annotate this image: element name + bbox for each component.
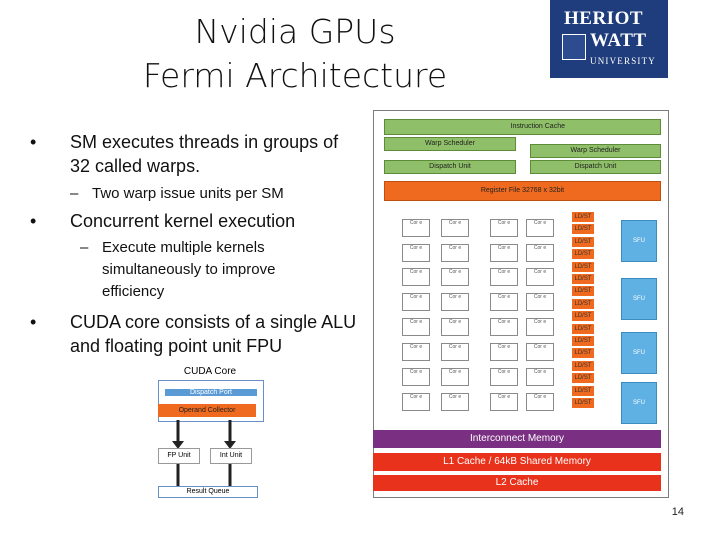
bullet-2: • Concurrent kernel execution: [30, 209, 370, 233]
title-line-1: Nvidia GPUs: [194, 12, 396, 51]
interconnect-memory: Interconnect Memory: [373, 430, 661, 448]
page-number: 14: [671, 506, 684, 518]
register-file: Register File 32768 x 32bit: [384, 181, 661, 201]
cuda-core-title: CUDA Core: [183, 366, 237, 377]
subbullet-marker: –: [70, 185, 79, 202]
result-queue: Result Queue: [158, 486, 258, 498]
subbullet-text: Execute multiple kernels simultaneously …: [102, 239, 276, 300]
bullet-marker: •: [30, 132, 37, 152]
bullet-marker: •: [30, 211, 37, 231]
operand-collector: Operand Collector: [158, 404, 256, 417]
subbullet-1: – Two warp issue units per SM: [70, 183, 350, 205]
slide-title: Nvidia GPUs Fermi Architecture: [110, 10, 480, 98]
dispatch-unit-2: Dispatch Unit: [530, 160, 661, 174]
bullet-3: • CUDA core consists of a single ALU and…: [30, 310, 370, 360]
logo-line-2: WATT: [590, 30, 647, 51]
instruction-cache: Instruction Cache: [384, 119, 661, 135]
cuda-core-arrows: [172, 420, 236, 487]
bullet-1: • SM executes threads in groups of 32 ca…: [30, 130, 370, 180]
subbullet-2: – Execute multiple kernels simultaneousl…: [80, 237, 320, 303]
crest-icon: [562, 34, 586, 60]
int-unit: Int Unit: [210, 448, 252, 464]
subbullet-marker: –: [80, 239, 89, 256]
subbullet-text: Two warp issue units per SM: [92, 185, 284, 202]
logo-line-1: HERIOT: [564, 8, 644, 29]
l1-cache: L1 Cache / 64kB Shared Memory: [373, 453, 661, 471]
bullet-text: CUDA core consists of a single ALU and f…: [70, 312, 357, 356]
logo-line-3: UNIVERSITY: [590, 56, 656, 66]
dispatch-unit-1: Dispatch Unit: [384, 160, 516, 174]
warp-scheduler-1: Warp Scheduler: [384, 137, 516, 151]
bullet-text: Concurrent kernel execution: [70, 211, 296, 231]
university-logo: HERIOT WATT UNIVERSITY: [550, 0, 668, 78]
title-line-2: Fermi Architecture: [142, 56, 448, 95]
instruction-cache-label: Instruction Cache: [510, 123, 565, 130]
l2-cache: L2 Cache: [373, 475, 661, 491]
bullet-text: SM executes threads in groups of 32 call…: [70, 132, 339, 176]
fp-unit: FP Unit: [158, 448, 200, 464]
dispatch-port: Dispatch Port: [165, 389, 257, 396]
bullet-marker: •: [30, 312, 37, 332]
warp-scheduler-2: Warp Scheduler: [530, 144, 661, 158]
